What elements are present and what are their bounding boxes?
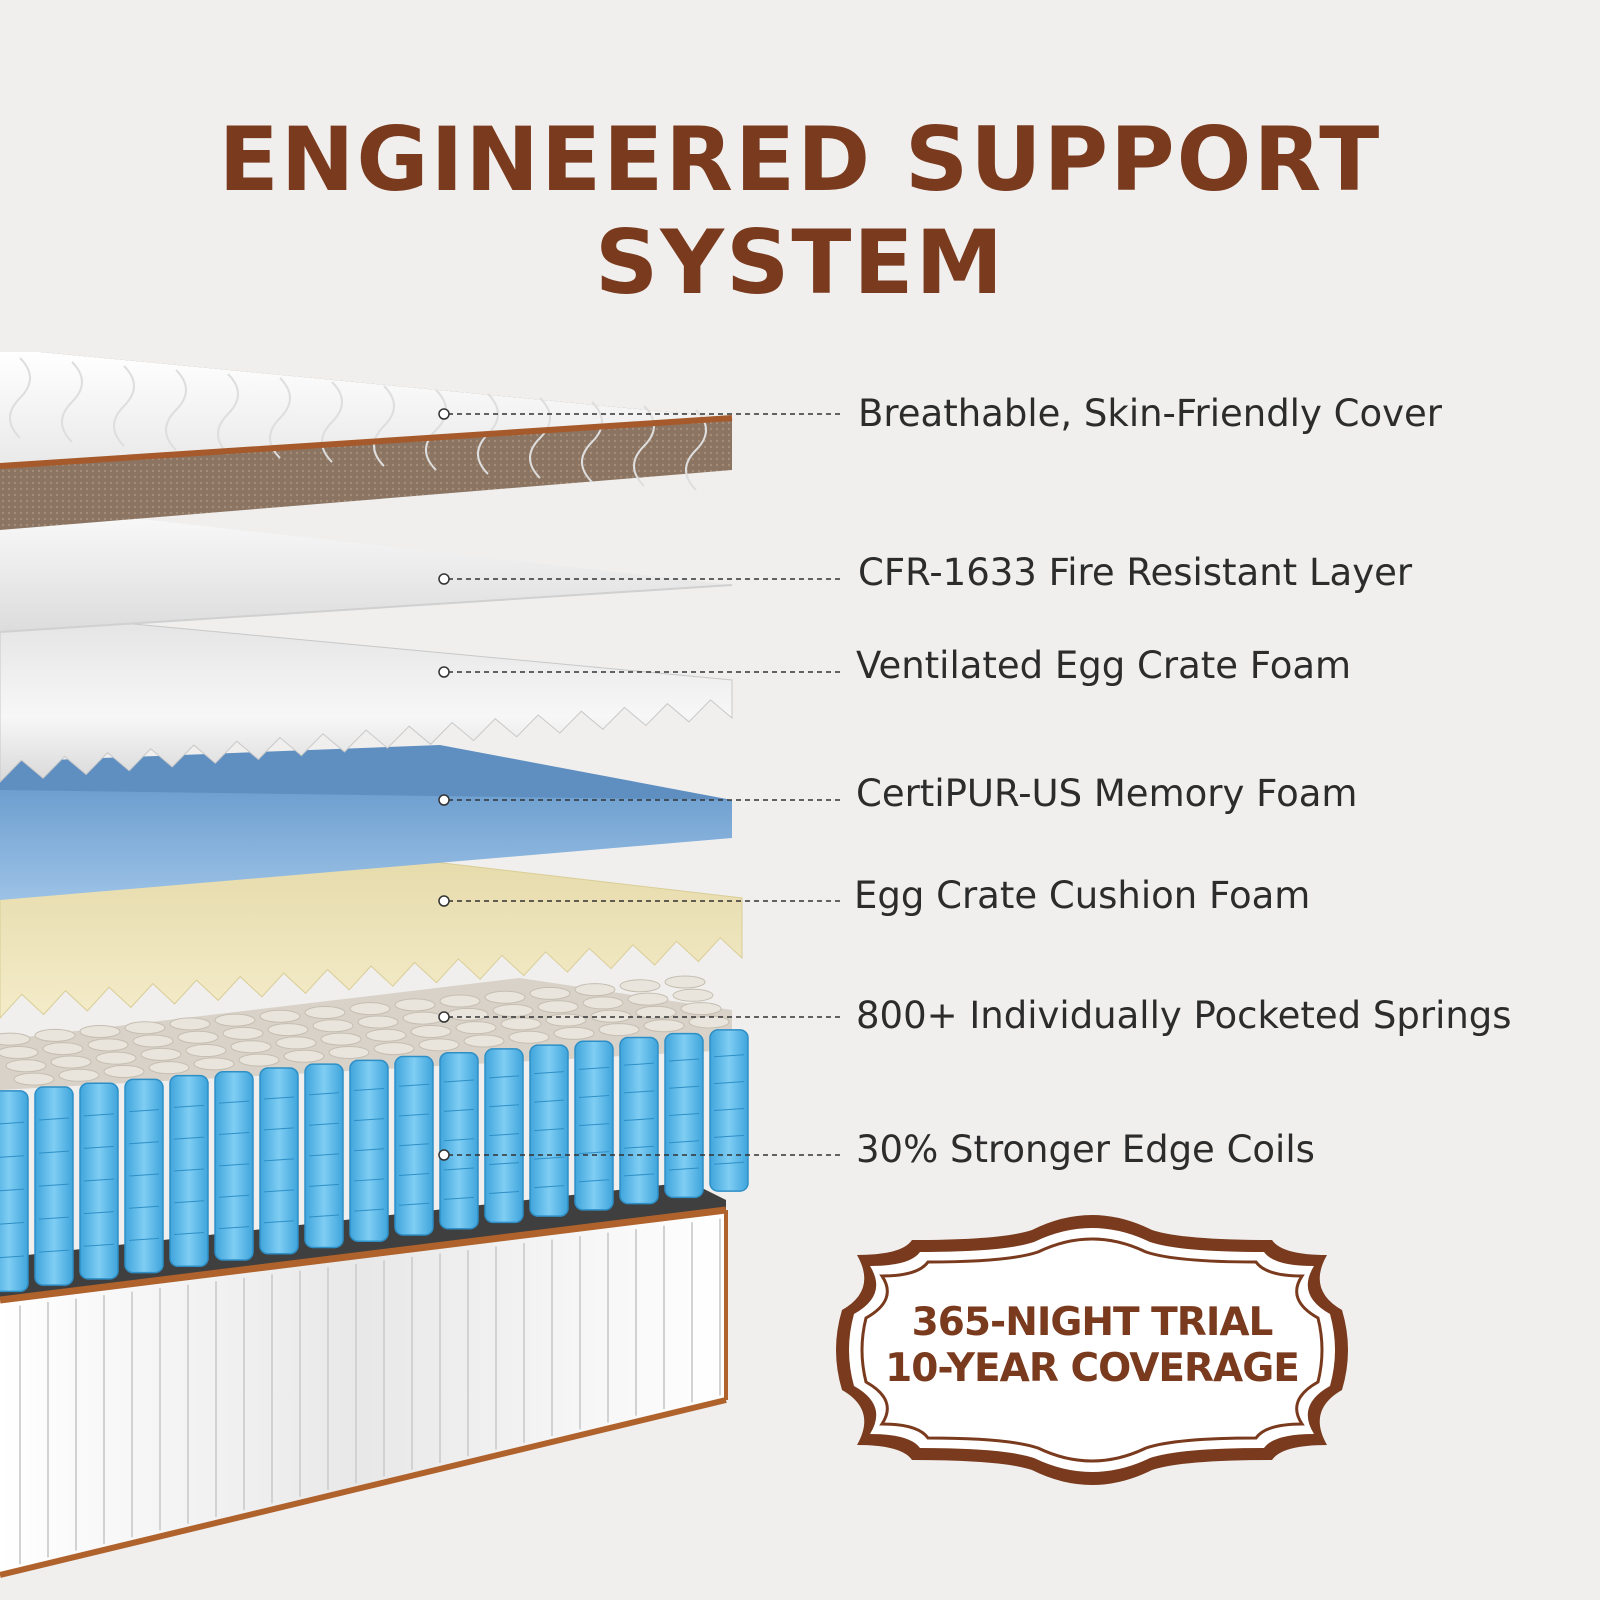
callout-leaders: [438, 408, 842, 1161]
memory-foam-layer: [0, 745, 732, 900]
egg-crate-layer: [0, 617, 733, 783]
cushion-foam-layer: [0, 857, 743, 1019]
badge-trial-text: 365-NIGHT TRIAL: [911, 1300, 1274, 1345]
label-cushion-foam: Egg Crate Cushion Foam: [854, 874, 1311, 917]
label-pocket-springs: 800+ Individually Pocketed Springs: [856, 994, 1512, 1037]
label-egg-crate-foam: Ventilated Egg Crate Foam: [856, 644, 1352, 687]
cover-layer: [0, 352, 733, 530]
label-edge-coils: 30% Stronger Edge Coils: [856, 1128, 1315, 1171]
label-memory-foam: CertiPUR-US Memory Foam: [856, 772, 1358, 815]
page-title: ENGINEERED SUPPORT SYSTEM: [218, 108, 1382, 314]
trial-badge: [836, 1215, 1348, 1485]
badge-coverage-text: 10-YEAR COVERAGE: [885, 1346, 1300, 1391]
fire-layer: [0, 510, 733, 633]
label-cover: Breathable, Skin-Friendly Cover: [858, 392, 1442, 435]
mattress-base: [0, 1182, 728, 1578]
pocket-springs: [0, 975, 749, 1293]
label-fire-layer: CFR-1633 Fire Resistant Layer: [858, 551, 1413, 594]
